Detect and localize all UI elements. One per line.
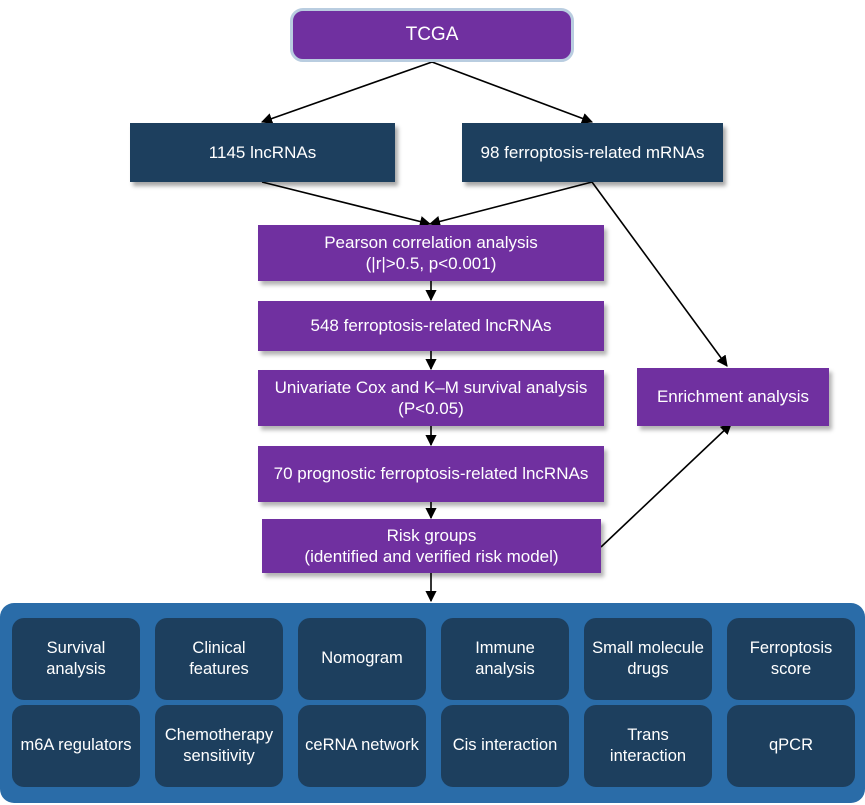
analysis-tile: Immune analysis xyxy=(441,618,569,700)
arrow-risk-to-enrichment xyxy=(600,423,732,548)
analysis-tile: Cis interaction xyxy=(441,705,569,787)
analysis-tile: Ferroptosis score xyxy=(727,618,855,700)
analysis-tile: m6A regulators xyxy=(12,705,140,787)
mrnas-label: 98 ferroptosis-related mRNAs xyxy=(480,142,705,162)
analysis-tile: Survival analysis xyxy=(12,618,140,700)
tcga-node: TCGA xyxy=(290,8,574,62)
analysis-tile: Chemotherapy sensitivity xyxy=(155,705,283,787)
analysis-tile: Clinical features xyxy=(155,618,283,700)
enrichment-node: Enrichment analysis xyxy=(637,368,829,426)
cox-survival-label: Univariate Cox and K–M survival analysis xyxy=(274,377,588,397)
risk-groups-node: Risk groups (identified and verified ris… xyxy=(262,519,601,573)
prognostic-node: 70 prognostic ferroptosis-related lncRNA… xyxy=(258,446,604,502)
lncrnas-label: 1145 lncRNAs xyxy=(208,142,317,162)
analysis-tile: Small molecule drugs xyxy=(584,618,712,700)
arrow-tcga-to-mrnas xyxy=(431,61,594,124)
prognostic-label: 70 prognostic ferroptosis-related lncRNA… xyxy=(273,464,589,484)
risk-model-label: (identified and verified risk model) xyxy=(304,547,559,566)
analysis-tile: Trans interaction xyxy=(584,705,712,787)
downstream-analyses-panel: Survival analysis Clinical features Nomo… xyxy=(0,603,865,803)
analysis-tile: ceRNA network xyxy=(298,705,426,787)
ferroptosis-lncrnas-node: 548 ferroptosis-related lncRNAs xyxy=(258,301,604,351)
enrichment-label: Enrichment analysis xyxy=(656,387,810,407)
arrow-tcga-to-lncrnas xyxy=(260,61,433,124)
risk-groups-label: Risk groups xyxy=(386,525,477,545)
tcga-label: TCGA xyxy=(405,24,459,46)
arrow-mrnas-to-pearson xyxy=(428,181,593,227)
pearson-label: Pearson correlation analysis xyxy=(324,232,538,252)
mrnas-node: 98 ferroptosis-related mRNAs xyxy=(462,123,723,182)
arrow-lncrnas-to-pearson xyxy=(261,181,432,227)
analysis-tile: qPCR xyxy=(727,705,855,787)
cox-survival-node: Univariate Cox and K–M survival analysis… xyxy=(258,370,604,426)
pearson-node: Pearson correlation analysis (|r|>0.5, p… xyxy=(258,225,604,281)
cox-threshold: (P<0.05) xyxy=(398,399,464,418)
lncrnas-node: 1145 lncRNAs xyxy=(130,123,395,182)
ferroptosis-lncrnas-label: 548 ferroptosis-related lncRNAs xyxy=(310,316,552,336)
arrow-mrnas-to-enrichment xyxy=(591,181,728,367)
analysis-tile: Nomogram xyxy=(298,618,426,700)
pearson-threshold: (|r|>0.5, p<0.001) xyxy=(365,254,497,273)
